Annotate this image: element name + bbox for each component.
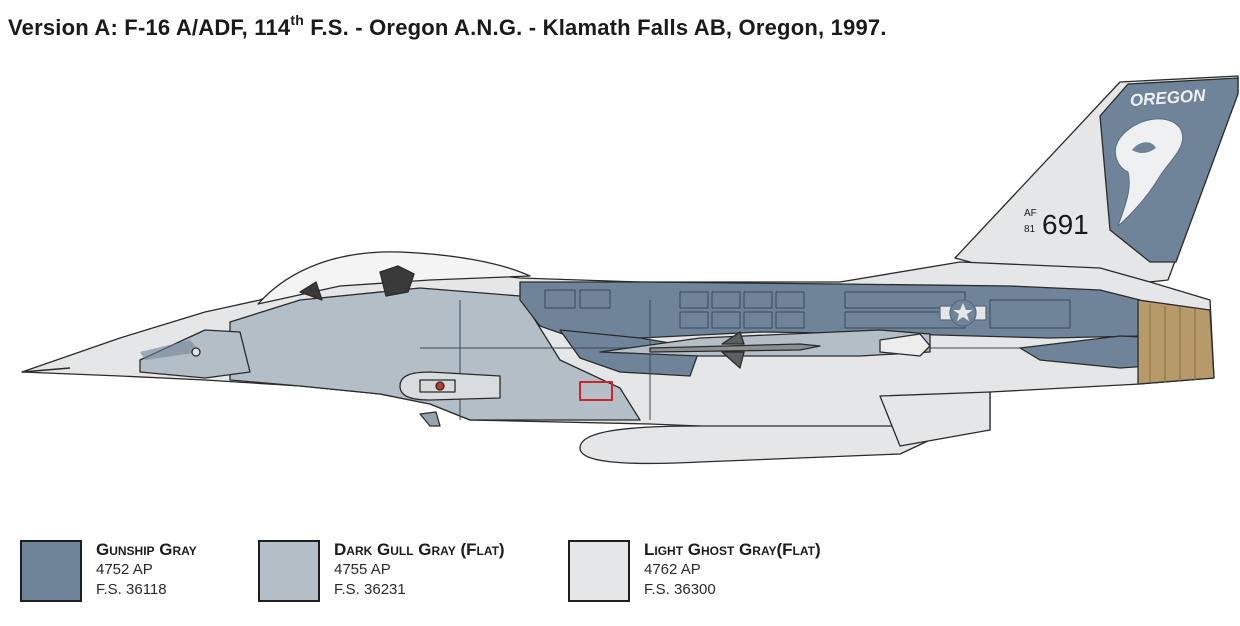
serial-prefix-81: 81 (1024, 224, 1036, 235)
title-suffix: F.S. - Oregon A.N.G. - Klamath Falls AB,… (303, 15, 887, 40)
page-title: Version A: F-16 A/ADF, 114th F.S. - Oreg… (8, 12, 1008, 41)
legend-color-name: Gunship Gray (96, 540, 197, 559)
legend-item-dark-gull-gray: Dark Gull Gray (Flat) 4755 AP F.S. 36231 (258, 540, 578, 608)
camo-dark-gull (229, 287, 641, 421)
serial-number: 691 (1042, 209, 1089, 240)
exhaust-nozzle (1137, 299, 1215, 385)
legend-fs-code: F.S. 36300 (644, 581, 716, 598)
color-swatch (20, 540, 82, 602)
serial-prefix-af: AF (1024, 208, 1037, 219)
tail-band (1099, 77, 1239, 263)
title-superscript: th (290, 12, 304, 28)
title-prefix: Version A: F-16 A/ADF, 114 (8, 15, 291, 40)
legend-item-gunship-gray: Gunship Gray 4752 AP F.S. 36118 (20, 540, 320, 608)
warning-marking (579, 381, 613, 401)
color-swatch (258, 540, 320, 602)
camo-gunship-gray (519, 281, 1141, 341)
legend-color-code: 4755 AP (334, 561, 391, 578)
legend-color-name: Dark Gull Gray (Flat) (334, 540, 505, 559)
color-swatch (568, 540, 630, 602)
national-insignia-icon (939, 299, 987, 327)
legend-fs-code: F.S. 36231 (334, 581, 406, 598)
missile (649, 343, 821, 353)
legend-item-light-ghost-gray: Light Ghost Gray(Flat) 4762 AP F.S. 3630… (568, 540, 888, 608)
external-fuel-tank (579, 425, 931, 465)
f16-side-profile-illustration: OREGON AF 81 691 (21, 75, 1239, 465)
eagle-emblem-icon (1115, 118, 1183, 227)
legend-color-code: 4752 AP (96, 561, 153, 578)
legend-color-name: Light Ghost Gray(Flat) (644, 540, 821, 559)
legend-fs-code: F.S. 36118 (96, 581, 167, 598)
legend-color-code: 4762 AP (644, 561, 701, 578)
